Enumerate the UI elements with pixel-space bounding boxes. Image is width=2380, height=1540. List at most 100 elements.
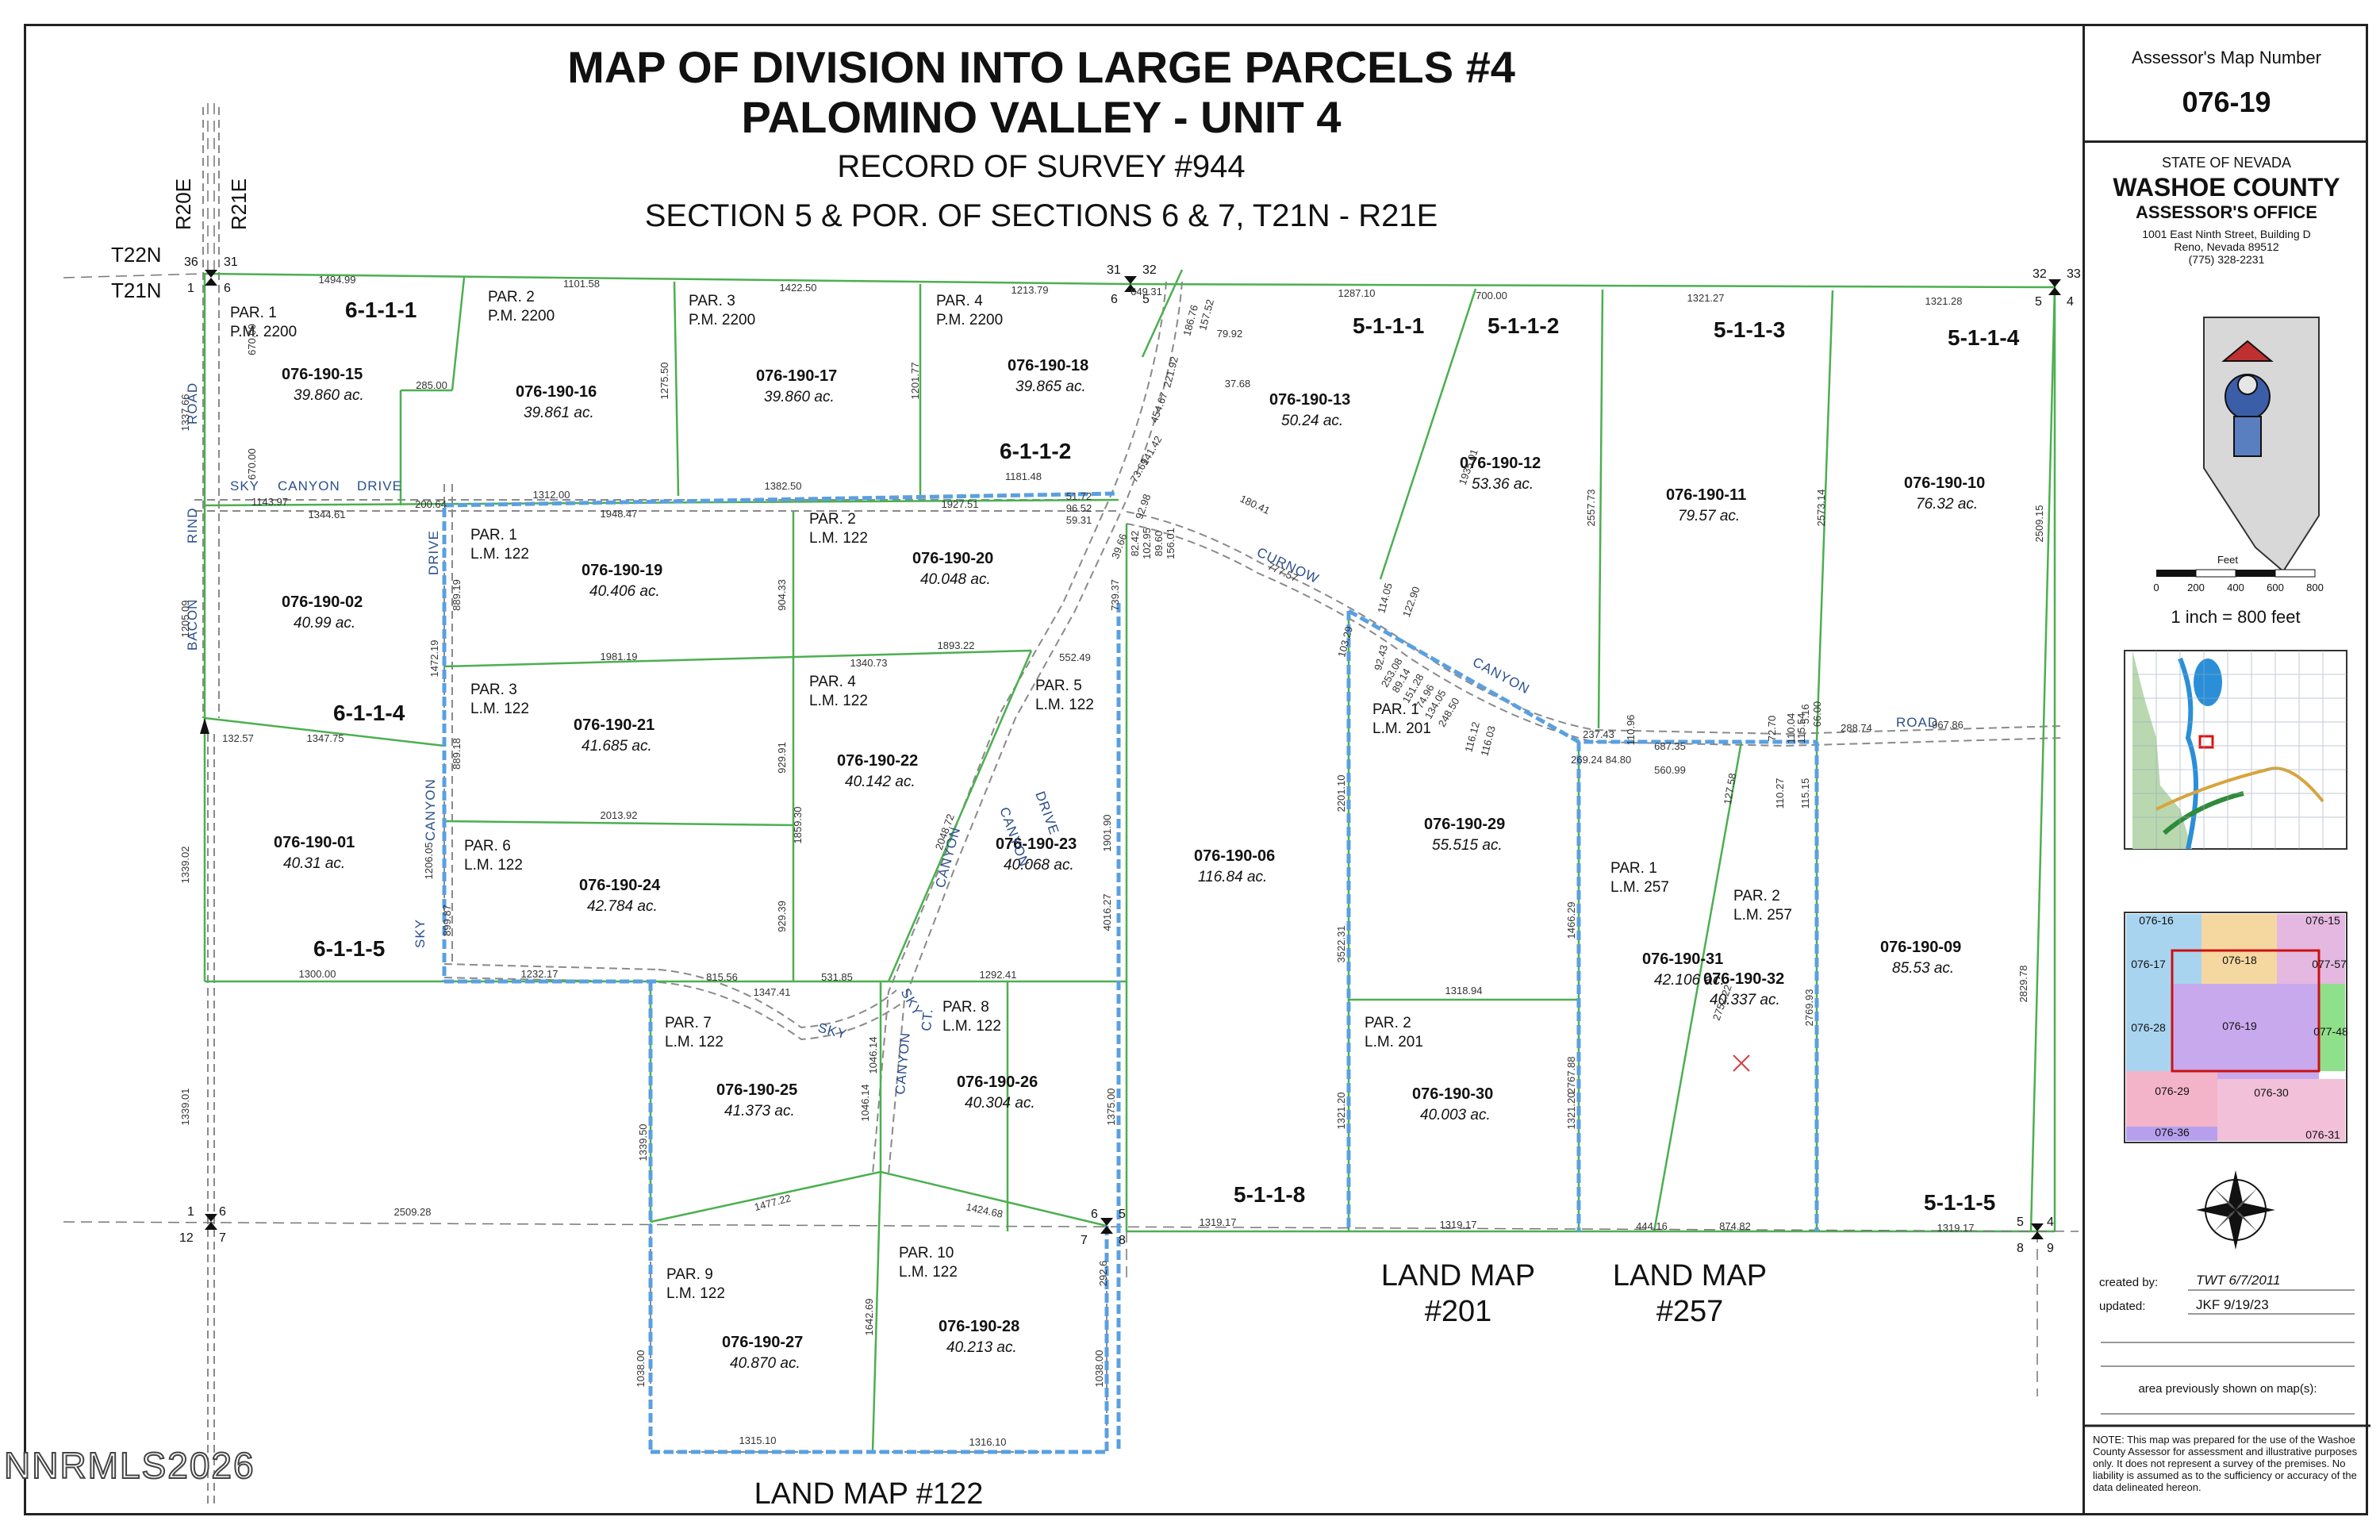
township-label-t21n: T21N — [111, 278, 162, 302]
parcel-number: PAR. 1 — [1610, 860, 1657, 877]
address-line2: Reno, Nevada 89512 — [2174, 240, 2279, 253]
dimension-label: 1319.17 — [1440, 1219, 1477, 1231]
parcel-acres: 79.57 ac. — [1678, 508, 1740, 524]
dimension-label: 89.60 — [1153, 531, 1165, 557]
corner-number: 7 — [219, 1231, 226, 1245]
road-label: CANYON — [278, 478, 340, 493]
parcel: PAR. 2 P.M. 2200 076-190-16 39.861 ac. — [488, 289, 597, 421]
road-label: CT. — [919, 1008, 935, 1031]
dimension-label: 1319.17 — [1200, 1216, 1237, 1228]
parcel-acres: 39.860 ac. — [294, 387, 364, 404]
dimension-label: 560.99 — [1654, 764, 1686, 776]
tract-label: 5-1-1-1 — [1353, 313, 1424, 338]
agency-block: STATE OF NEVADA WASHOE COUNTY ASSESSOR'S… — [2085, 155, 2368, 266]
road-label: DRIVE — [357, 478, 402, 493]
dimension-label: 739.37 — [1109, 579, 1121, 611]
index-label: 076-17 — [2131, 958, 2166, 970]
parcel-map: T22N T21N R20E R21E 36 31 1 6 31 32 6 5 … — [63, 103, 2081, 1511]
dimension-label: 1312.00 — [533, 489, 570, 501]
corner-numbers: 36 31 1 6 31 32 6 5 32 33 5 4 1 6 12 7 6… — [179, 255, 2081, 1255]
dimension-label: 79.92 — [1217, 328, 1243, 340]
parcel: PAR. 3 L.M. 122 076-190-21 41.685 ac. — [470, 682, 654, 755]
corner-number: 8 — [2017, 1242, 2024, 1255]
parcel-acres: 41.373 ac. — [724, 1103, 795, 1119]
dimension-label: 1213.79 — [1012, 284, 1049, 296]
index-label: 076-16 — [2139, 914, 2174, 927]
dimension-label: 269.24 — [1571, 754, 1603, 766]
parcel: PAR. 4 P.M. 2200 076-190-18 39.865 ac. — [936, 293, 1088, 395]
parcel: PAR. 1 L.M. 201 076-190-29 55.515 ac. — [1372, 701, 1505, 854]
title-line4: SECTION 5 & POR. OF SECTIONS 6 & 7, T21N… — [644, 198, 1438, 233]
township-label-t22n: T22N — [111, 243, 162, 267]
parcel-acres: 40.142 ac. — [845, 774, 916, 790]
parcel-apn: 076-190-27 — [722, 1334, 803, 1351]
parcel-apn: 076-190-20 — [912, 550, 993, 567]
parcel-acres: 40.304 ac. — [965, 1095, 1035, 1112]
dimension-label: 1382.50 — [765, 480, 802, 492]
parcel-acres: 42.106 ac. — [1654, 972, 1725, 989]
corner-number: 31 — [224, 255, 238, 269]
dimension-label: 1205.09 — [179, 601, 191, 638]
dimension-label: 1466.29 — [1565, 902, 1577, 939]
road-label: SKY — [816, 1020, 849, 1043]
parcel-acres: 53.36 ac. — [1472, 476, 1534, 493]
title-line3: RECORD OF SURVEY #944 — [837, 149, 1246, 184]
parcel-ref: L.M. 122 — [470, 546, 529, 563]
parcel: PAR. 1 L.M. 257 076-190-31 42.106 ac. — [1610, 860, 1725, 989]
parcel-apn: 076-190-32 — [1703, 970, 1784, 988]
dimension-label: 5.16 — [1799, 704, 1811, 724]
parcel-apn: 076-190-15 — [282, 366, 363, 383]
parcel-acres: 40.870 ac. — [730, 1355, 800, 1372]
corner-number: 33 — [2067, 267, 2081, 281]
dimension-label: 4016.27 — [1101, 894, 1113, 931]
dimension-label: 444.16 — [1636, 1220, 1668, 1232]
dimension-label: 1422.50 — [780, 282, 817, 294]
parcel: 076-190-02 40.99 ac. — [282, 593, 363, 632]
scale-label: Feet — [2217, 554, 2238, 566]
parcel-acres: 40.048 ac. — [920, 571, 991, 588]
updated-label: updated: — [2099, 1300, 2146, 1313]
dimension-label: 1893.22 — [938, 639, 975, 651]
parcel: 076-190-12 53.36 ac. — [1460, 455, 1541, 493]
dimension-label: 110.04 — [1785, 713, 1797, 744]
parcel-number: PAR. 3 — [470, 682, 517, 698]
parcel: PAR. 1 L.M. 122 076-190-19 40.406 ac. — [470, 527, 662, 600]
dimension-label: 84.80 — [1606, 754, 1632, 766]
dimension-label: 454.67 — [1148, 390, 1170, 424]
tract-label: 5-1-1-4 — [1948, 325, 2020, 350]
corner-number: 9 — [2047, 1242, 2054, 1255]
dimension-label: 292.6 — [1097, 1261, 1109, 1287]
parcel-acres: 39.865 ac. — [1015, 378, 1086, 395]
dimension-label: 186.76 — [1180, 304, 1200, 337]
parcel-acres: 40.337 ac. — [1710, 992, 1780, 1008]
dimension-label: 1046.14 — [867, 1037, 879, 1074]
parcel-acres: 76.32 ac. — [1916, 496, 1978, 513]
dimension-label: 96.52 — [1066, 502, 1092, 514]
dimension-label: 2769.93 — [1803, 989, 1815, 1027]
dimension-label: 1101.58 — [563, 278, 600, 290]
dimension-label: 141.42 — [1138, 434, 1165, 467]
dimension-label: 1315.10 — [739, 1434, 777, 1446]
corner-number: 7 — [1081, 1234, 1088, 1247]
dimension-label: 1375.00 — [1105, 1089, 1117, 1126]
dimension-label: 1339.01 — [179, 1089, 191, 1126]
parcel-ref: L.M. 201 — [1365, 1034, 1423, 1050]
dimension-label: 114.05 — [1375, 582, 1395, 614]
dimension-label: 1337.66 — [179, 394, 191, 432]
parcel: PAR. 3 P.M. 2200 076-190-17 39.860 ac. — [689, 293, 837, 405]
scale-tick: 600 — [2267, 582, 2284, 593]
parcel-apn: 076-190-21 — [574, 716, 654, 734]
parcel-ref: L.M. 122 — [665, 1034, 724, 1050]
dimension-label: 815.56 — [706, 971, 738, 983]
dimension-label: 221.92 — [1161, 355, 1180, 389]
parcel-ref: L.M. 201 — [1372, 720, 1431, 737]
parcel: PAR. 9 L.M. 122 076-190-27 40.870 ac. — [666, 1266, 803, 1372]
dimension-label: 200.64 — [415, 498, 447, 510]
parcel-ref: L.M. 122 — [899, 1264, 958, 1281]
parcel-ref: L.M. 122 — [464, 857, 523, 874]
dimension-label: 1339.50 — [637, 1124, 649, 1162]
parcel-number: PAR. 2 — [1365, 1015, 1411, 1031]
dimension-label: 127.58 — [1722, 772, 1739, 805]
section-corner-icons — [200, 270, 2061, 1239]
corner-number: 8 — [1119, 1234, 1126, 1247]
